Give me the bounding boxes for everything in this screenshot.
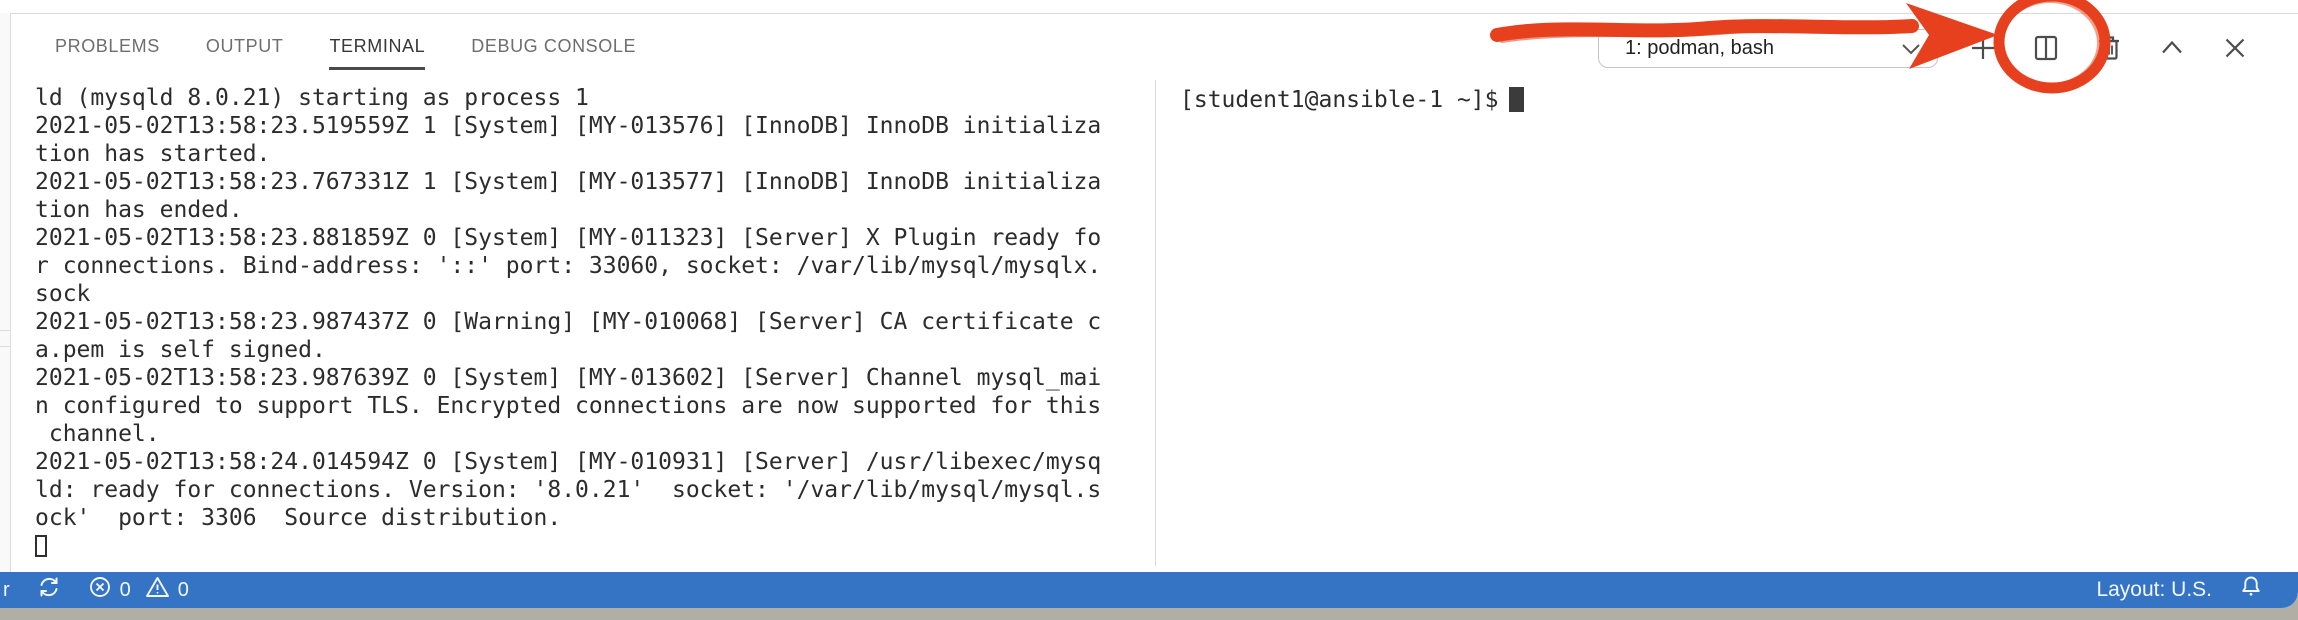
- problems-indicator[interactable]: 0 0: [88, 575, 189, 605]
- terminal-line: 2021-05-02T13:58:23.987639Z 0 [System] […: [35, 365, 1102, 391]
- editor-left-strip: [0, 13, 11, 572]
- terminal-line: 2021-05-02T13:58:24.014594Z 0 [System] […: [35, 449, 1102, 475]
- keyboard-layout-indicator[interactable]: Layout: U.S.: [2096, 578, 2212, 601]
- chevron-down-icon: [1901, 43, 1921, 55]
- terminal-cursor-active: [1508, 87, 1524, 112]
- tab-terminal[interactable]: TERMINAL: [329, 36, 426, 70]
- terminal-line: 2021-05-02T13:58:23.519559Z 1 [System] […: [35, 113, 1102, 139]
- tab-problems[interactable]: PROBLEMS: [55, 36, 160, 56]
- terminal-line: tion has started.: [35, 141, 271, 167]
- terminal-select-value: 1: podman, bash: [1625, 37, 1774, 59]
- error-count: 0: [119, 578, 131, 601]
- new-terminal-button[interactable]: [1962, 27, 2004, 69]
- terminal-line: 2021-05-02T13:58:23.767331Z 1 [System] […: [35, 169, 1102, 195]
- kill-terminal-button[interactable]: [2088, 27, 2130, 69]
- terminal-line: tion has ended.: [35, 197, 243, 223]
- close-icon: [2218, 31, 2252, 65]
- shell-prompt: [student1@ansible-1 ~]$: [1180, 87, 1499, 113]
- plus-icon: [1966, 31, 2000, 65]
- terminal-output-right[interactable]: [student1@ansible-1 ~]$: [1180, 86, 1524, 114]
- chevron-up-icon: [2155, 31, 2189, 65]
- terminal-line: 2021-05-02T13:58:23.987437Z 0 [Warning] …: [35, 309, 1102, 335]
- trash-icon: [2092, 31, 2126, 65]
- terminal-cursor-inactive: [35, 535, 47, 557]
- terminal-actions: [1962, 27, 2256, 69]
- bell-icon[interactable]: [2238, 574, 2264, 606]
- tab-debug-console[interactable]: DEBUG CONSOLE: [471, 36, 637, 56]
- sync-indicator[interactable]: [36, 574, 62, 606]
- terminal-line: a.pem is self signed.: [35, 337, 326, 363]
- warning-count: 0: [177, 578, 189, 601]
- panel-top-border: [11, 13, 2298, 14]
- terminal-line: sock: [35, 281, 91, 307]
- terminal-line: ld: ready for connections. Version: '8.0…: [35, 477, 1102, 503]
- status-bar: r 0: [0, 572, 2298, 608]
- sync-icon: [36, 574, 62, 606]
- close-panel-button[interactable]: [2214, 27, 2256, 69]
- split-terminal-icon: [2029, 31, 2063, 65]
- terminal-line: 2021-05-02T13:58:23.881859Z 0 [System] […: [35, 225, 1102, 251]
- terminal-line: ld (mysqld 8.0.21) starting as process 1: [35, 85, 589, 111]
- terminal-line: channel.: [35, 421, 160, 447]
- error-icon: [88, 575, 112, 605]
- terminal-select-dropdown[interactable]: 1: podman, bash: [1598, 29, 1938, 68]
- terminal-line: ock' port: 3306 Source distribution.: [35, 505, 562, 531]
- divider: [0, 346, 10, 347]
- tab-output[interactable]: OUTPUT: [205, 36, 284, 56]
- terminal-split-divider[interactable]: [1155, 80, 1156, 566]
- status-truncated-text: r: [3, 578, 10, 601]
- terminal-line: r connections. Bind-address: '::' port: …: [35, 253, 1102, 279]
- split-terminal-button[interactable]: [2025, 27, 2067, 69]
- divider: [0, 330, 10, 331]
- panel-tabs: PROBLEMS OUTPUT TERMINAL DEBUG CONSOLE: [55, 36, 636, 70]
- maximize-panel-button[interactable]: [2151, 27, 2193, 69]
- warning-icon: [145, 575, 170, 605]
- terminal-output-left[interactable]: ld (mysqld 8.0.21) starting as process 1…: [35, 84, 1150, 560]
- terminal-line: n configured to support TLS. Encrypted c…: [35, 393, 1102, 419]
